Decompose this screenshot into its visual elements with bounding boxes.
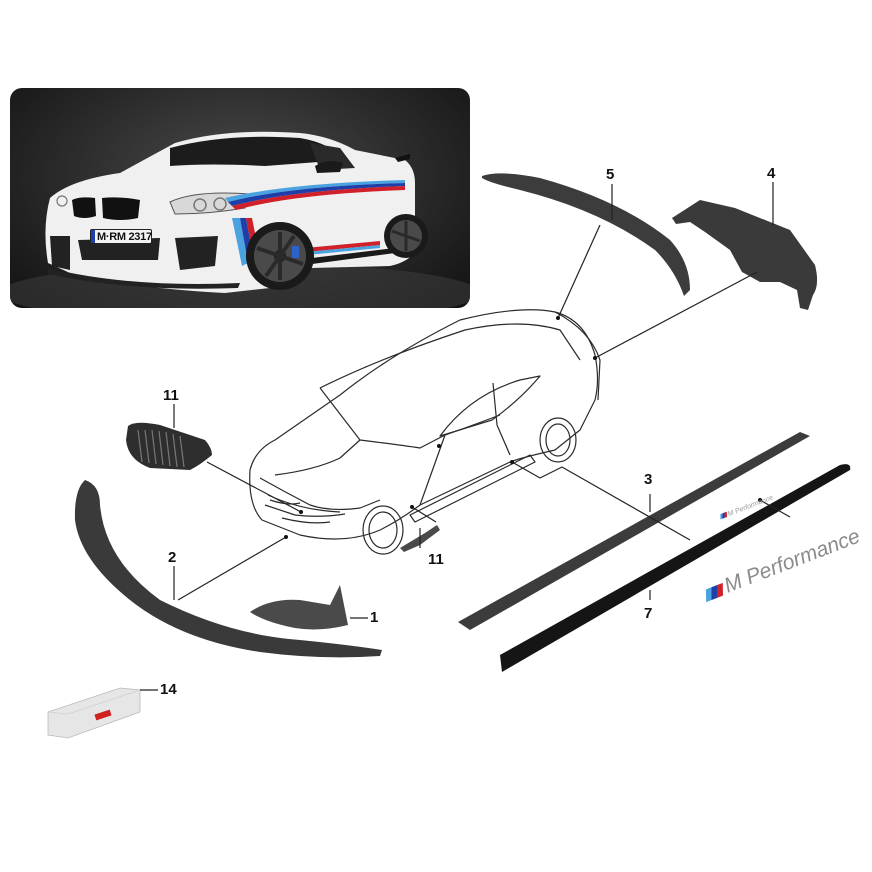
leader-dots — [284, 316, 762, 539]
part-10-kidney-grille — [126, 422, 212, 470]
callout-4: 4 — [767, 165, 776, 182]
callout-11-text: 11 — [428, 551, 444, 568]
license-plate: M·RM 2317 — [90, 229, 152, 244]
part-14-adhesive-pack — [47, 687, 141, 739]
callout-1: 1 — [370, 609, 379, 626]
part-3-side-skirt — [458, 432, 810, 630]
callout-14: 14 — [160, 681, 177, 698]
car-photo: M·RM 2317 — [10, 88, 470, 308]
leader-lines — [140, 182, 791, 691]
car-outline — [249, 309, 601, 555]
callout-2: 2 — [168, 549, 177, 566]
m-stripe-icon — [705, 582, 723, 603]
callout-10: 11 — [163, 387, 179, 404]
callout-7: 7 — [644, 605, 653, 622]
part-2-front-lip — [74, 480, 383, 658]
part-1-splitter-flap — [250, 585, 348, 630]
part-4-rear-diffuser — [672, 200, 818, 310]
part-7-side-decal — [500, 464, 851, 672]
callout-3: 3 — [644, 471, 653, 488]
m-stripe-icon-small — [720, 511, 727, 520]
callout-5: 5 — [606, 166, 615, 183]
part-5-rear-spoiler — [482, 173, 690, 296]
